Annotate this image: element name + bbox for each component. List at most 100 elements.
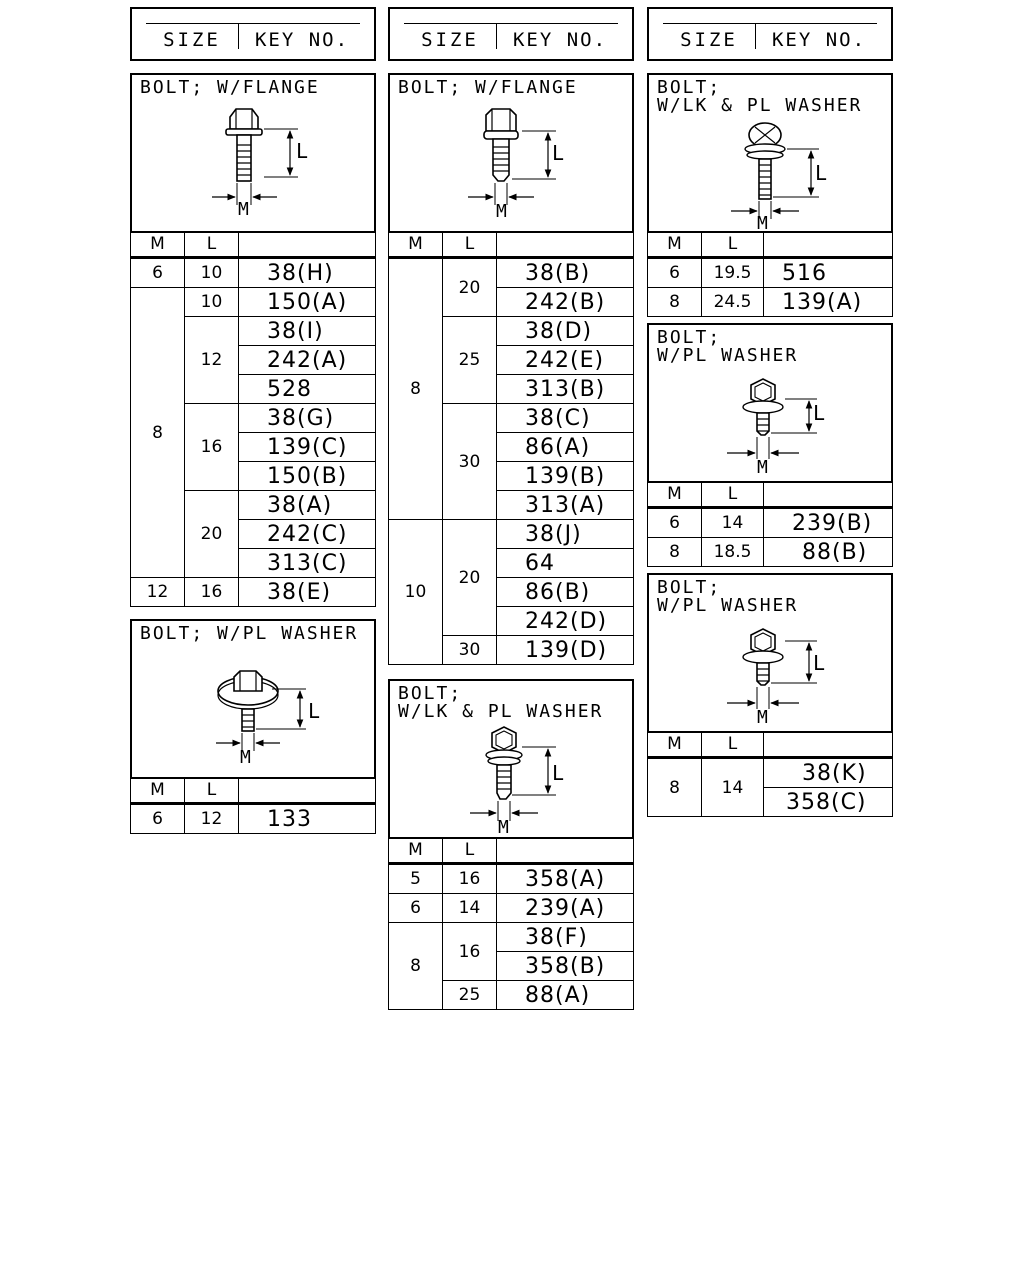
panel-title: BOLT; W/FLANGE: [140, 77, 320, 98]
col-l-header: L: [701, 231, 764, 259]
bolt-pl-washer-icon: [216, 670, 306, 751]
col-m-header: M: [647, 481, 702, 509]
cell-l: 20: [184, 490, 239, 578]
cell-m: 6: [130, 257, 185, 288]
panel-title-line1: BOLT;: [657, 77, 722, 98]
cell-key: 242(A): [238, 345, 376, 375]
cell-key: 139(B): [496, 461, 634, 491]
panel-title-line2: W/PL WASHER: [657, 345, 799, 366]
panel-title-line2: W/LK & PL WASHER: [398, 701, 604, 722]
cell-key: 38(E): [238, 577, 376, 607]
dim-l-label: L: [815, 161, 828, 185]
cell-l: 16: [184, 403, 239, 491]
cell-key: 242(D): [496, 606, 634, 636]
panel-bolt-lk-pl-washer-2: BOLT; W/LK & PL WASHER L M: [388, 679, 634, 839]
cell-m: 10: [388, 519, 443, 665]
cell-l: 12: [184, 316, 239, 404]
cell-key: 86(B): [496, 577, 634, 607]
cell-key: 242(E): [496, 345, 634, 375]
col-key-header: [238, 231, 376, 259]
cell-l: 16: [184, 577, 239, 607]
header-box-col1: SIZE KEY NO.: [130, 7, 376, 61]
col-m-header: M: [388, 837, 443, 865]
cell-l: 30: [442, 635, 497, 665]
cell-key: 528: [238, 374, 376, 404]
cell-m: 8: [388, 257, 443, 520]
cell-l: 25: [442, 980, 497, 1010]
bolt-pl-washer-icon: [727, 378, 817, 459]
cell-key: 38(I): [238, 316, 376, 346]
cell-l: 20: [442, 519, 497, 636]
header-divider: [496, 23, 497, 49]
cell-m: 8: [647, 287, 702, 317]
header-rule: [146, 23, 360, 24]
cell-m: 6: [647, 507, 702, 538]
col-m-header: M: [130, 231, 185, 259]
dim-m-label: M: [240, 747, 251, 768]
panel-title-line1: BOLT;: [398, 683, 463, 704]
cell-key: 38(D): [496, 316, 634, 346]
header-key-label: KEY NO.: [254, 29, 350, 51]
cell-key: 38(J): [496, 519, 634, 549]
header-key-label: KEY NO.: [771, 29, 867, 51]
cell-l: 10: [184, 287, 239, 317]
cell-key: 139(A): [763, 287, 893, 317]
panel-title-line2: W/LK & PL WASHER: [657, 95, 863, 116]
header-rule: [404, 23, 618, 24]
col-l-header: L: [701, 731, 764, 759]
header-key-label: KEY NO.: [512, 29, 608, 51]
panel-title: BOLT; W/PL WASHER: [140, 623, 359, 644]
cell-key: 38(H): [238, 257, 376, 288]
panel-bolt-lk-pl-washer-1: BOLT; W/LK & PL WASHER L M: [647, 73, 893, 234]
cell-key: 88(B): [763, 537, 893, 567]
panel-bolt-pl-washer-2: BOLT; W/PL WASHER L M: [647, 323, 893, 483]
col-key-header: [238, 777, 376, 805]
dim-l-label: L: [308, 699, 321, 723]
cell-l: 25: [442, 316, 497, 404]
dim-l-label: L: [813, 651, 826, 675]
col-m-header: M: [647, 231, 702, 259]
cell-key: 516: [763, 257, 893, 288]
cell-m: 8: [647, 757, 702, 817]
header-size-label: SIZE: [680, 29, 738, 51]
dim-m-label: M: [238, 199, 249, 220]
panel-title-line1: BOLT;: [657, 327, 722, 348]
cell-key: 150(A): [238, 287, 376, 317]
cell-key: 38(C): [496, 403, 634, 433]
dim-m-label: M: [496, 201, 507, 222]
dim-l-label: L: [813, 401, 826, 425]
cell-m: 6: [130, 803, 185, 834]
cell-l: 16: [442, 922, 497, 981]
cell-key: 239(A): [496, 893, 634, 923]
cell-key: 88(A): [496, 980, 634, 1010]
cell-m: 6: [647, 257, 702, 288]
cell-l: 20: [442, 257, 497, 317]
dim-m-label: M: [757, 213, 768, 234]
cell-key: 133: [238, 803, 376, 834]
panel-title-line1: BOLT;: [657, 577, 722, 598]
col-m-header: M: [130, 777, 185, 805]
cell-m: 8: [130, 287, 185, 578]
col-key-header: [496, 837, 634, 865]
cell-key: 38(F): [496, 922, 634, 952]
col-l-header: L: [442, 231, 497, 259]
header-size-label: SIZE: [421, 29, 479, 51]
dim-m-label: M: [498, 817, 509, 838]
header-divider: [238, 23, 239, 49]
cell-m: 12: [130, 577, 185, 607]
col-l-header: L: [701, 481, 764, 509]
cell-key: 64: [496, 548, 634, 578]
header-box-col3: SIZE KEY NO.: [647, 7, 893, 61]
cell-l: 14: [701, 507, 764, 538]
cell-l: 24.5: [701, 287, 764, 317]
cell-key: 150(B): [238, 461, 376, 491]
dim-m-label: M: [757, 707, 768, 728]
cell-key: 38(K): [763, 757, 893, 788]
dim-l-label: L: [296, 139, 309, 163]
